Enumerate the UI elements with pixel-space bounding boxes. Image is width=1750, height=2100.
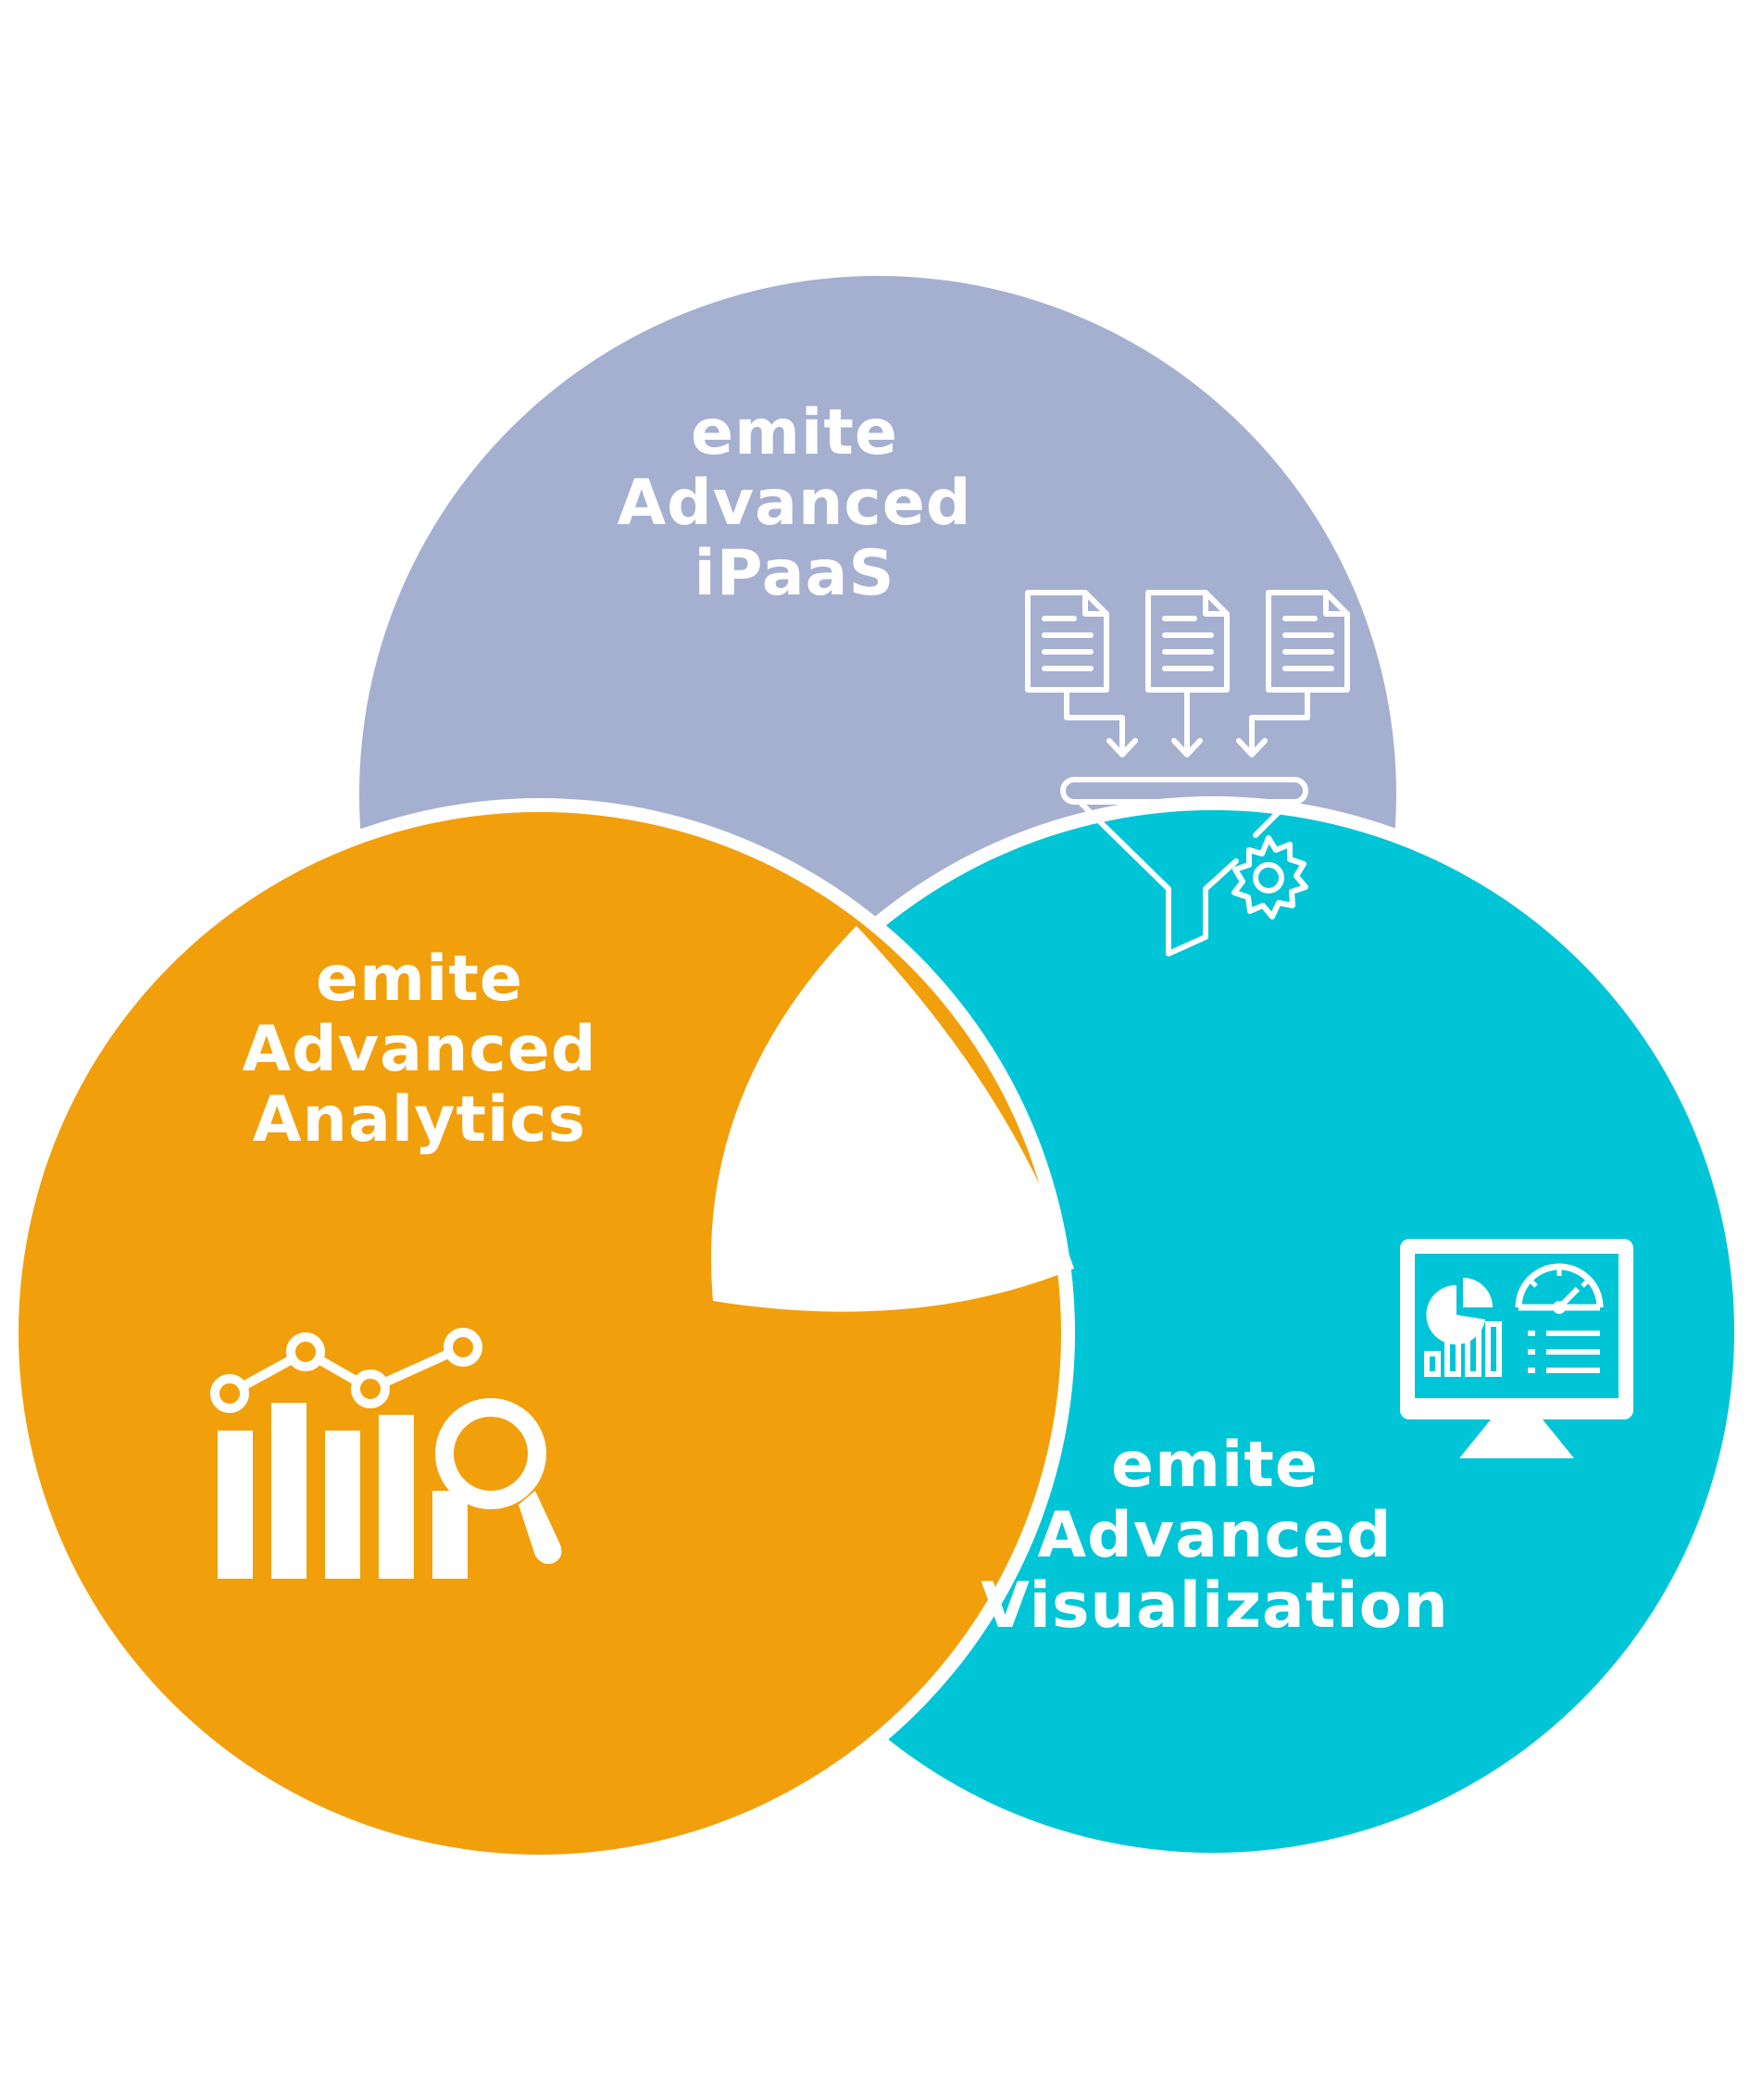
visualization-line3: Visualization bbox=[981, 1569, 1449, 1643]
ipaas-label: emite Advanced iPaaS bbox=[470, 398, 1119, 609]
ipaas-line3: iPaaS bbox=[694, 537, 895, 610]
ipaas-line1: emite bbox=[691, 396, 898, 469]
analytics-chart-magnifier-icon bbox=[210, 1328, 562, 1579]
analytics-line3: Analytics bbox=[252, 1083, 587, 1156]
analytics-line1: emite bbox=[316, 943, 523, 1016]
analytics-line2: Advanced bbox=[242, 1013, 597, 1086]
data-funnel-icon bbox=[1025, 590, 1350, 956]
ipaas-line2: Advanced bbox=[617, 467, 972, 540]
analytics-label: emite Advanced Analytics bbox=[95, 944, 744, 1156]
visualization-label: emite Advanced Visualization bbox=[891, 1431, 1539, 1642]
center-void bbox=[710, 926, 1074, 1312]
visualization-line1: emite bbox=[1111, 1429, 1319, 1502]
dashboard-monitor-icon bbox=[1400, 1239, 1633, 1458]
visualization-line2: Advanced bbox=[1037, 1499, 1393, 1572]
